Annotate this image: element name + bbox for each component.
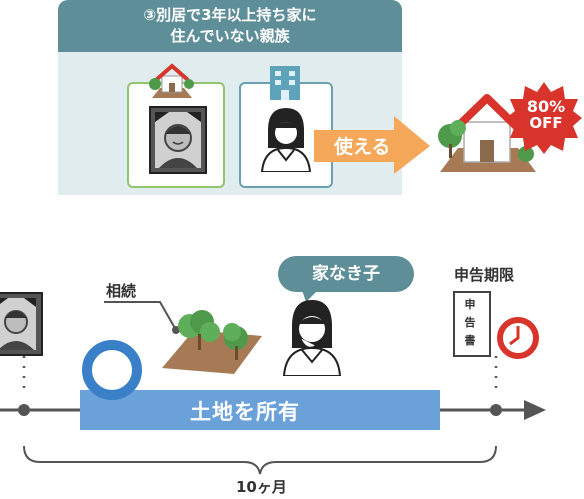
header-line-2: 住んでいない親族 <box>170 27 290 45</box>
inheritance-label: 相続 <box>106 282 137 300</box>
ownership-label: 土地を所有 <box>190 400 300 424</box>
use-arrow-icon <box>314 116 430 174</box>
discount-label: 80% OFF <box>512 98 580 132</box>
land-trees-icon <box>162 310 262 374</box>
ring-icon <box>82 340 142 400</box>
header-line-1: ③別居で3年以上持ち家に <box>143 6 317 24</box>
relative-person-icon <box>282 300 342 376</box>
ownership-bar <box>80 390 440 430</box>
deadline-label: 申告期限 <box>454 266 515 284</box>
tax-return-document-icon <box>453 291 539 359</box>
house-icon <box>438 94 536 172</box>
person-icon <box>260 108 312 172</box>
apartment-building-icon <box>270 66 300 100</box>
child-bubble: 家なき子 <box>278 256 414 292</box>
discount-off: OFF <box>529 114 563 132</box>
small-house-icon <box>149 63 194 98</box>
start-point <box>18 404 30 416</box>
duration-label: 10ヶ月 <box>236 478 287 496</box>
header-title: ③別居で3年以上持ち家に 住んでいない親族 <box>58 0 402 52</box>
use-label: 使える <box>334 136 391 158</box>
discount-badge-icon <box>506 82 582 154</box>
inheritance-pointer <box>104 301 177 331</box>
document-char-2: 告 <box>464 316 476 329</box>
document-char-1: 申 <box>464 298 476 311</box>
deceased-portrait-small-icon <box>0 292 43 356</box>
timeline-arrowhead <box>524 400 546 420</box>
end-point <box>490 404 502 416</box>
document-char-3: 書 <box>464 334 476 347</box>
duration-brace <box>23 445 497 475</box>
info-panel <box>58 52 402 195</box>
discount-percent: 80% <box>526 97 566 116</box>
deceased-portrait-icon <box>149 106 207 174</box>
bubble-tail <box>302 290 318 302</box>
